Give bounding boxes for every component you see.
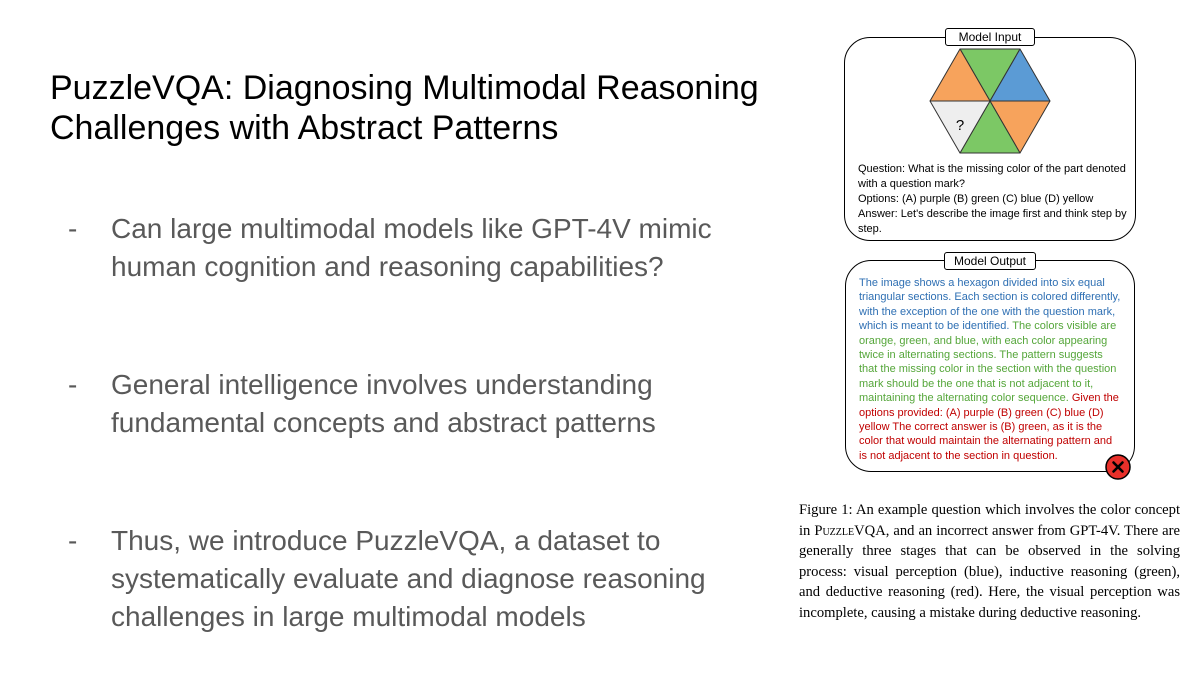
model-output-text: The image shows a hexagon divided into s… (859, 276, 1121, 463)
x-circle-icon (1105, 454, 1131, 480)
bullet-text: Can large multimodal models like GPT-4V … (111, 213, 712, 282)
question-text: Question: What is the missing color of t… (858, 163, 1126, 190)
model-input-label: Model Input (945, 28, 1035, 46)
visual-perception-text: The image shows a hexagon divided into s… (859, 277, 1121, 333)
deductive-reasoning-text: Given the options provided: (A) purple (… (859, 392, 1119, 462)
slide-title: PuzzleVQA: Diagnosing Multimodal Reasoni… (50, 69, 759, 147)
options-text: Options: (A) purple (B) green (C) blue (… (858, 193, 1094, 205)
bullet-marker: - (68, 369, 78, 400)
bullet-marker: - (68, 213, 78, 244)
caption-suffix: , and an incorrect answer from GPT-4V. T… (799, 522, 1180, 621)
hexagon-puzzle: ? (929, 48, 1051, 154)
model-input-text: Question: What is the missing color of t… (858, 162, 1128, 237)
caption-prefix: Figure 1: An example question which invo… (799, 502, 1180, 539)
answer-prompt-text: Answer: Let's describe the image first a… (858, 208, 1127, 235)
question-mark: ? (956, 117, 964, 134)
bullet-marker: - (68, 525, 78, 556)
bullet-text: General intelligence involves understand… (111, 369, 656, 438)
caption-dataset-name: PuzzleVQA (814, 522, 886, 539)
model-output-panel (845, 260, 1135, 472)
inductive-reasoning-text: The colors visible are orange, green, an… (859, 320, 1117, 405)
figure-caption: Figure 1: An example question which invo… (799, 500, 1180, 624)
model-output-label: Model Output (944, 252, 1036, 270)
bullet-text: Thus, we introduce PuzzleVQA, a dataset … (111, 525, 706, 632)
hex-segment-left (929, 48, 991, 102)
